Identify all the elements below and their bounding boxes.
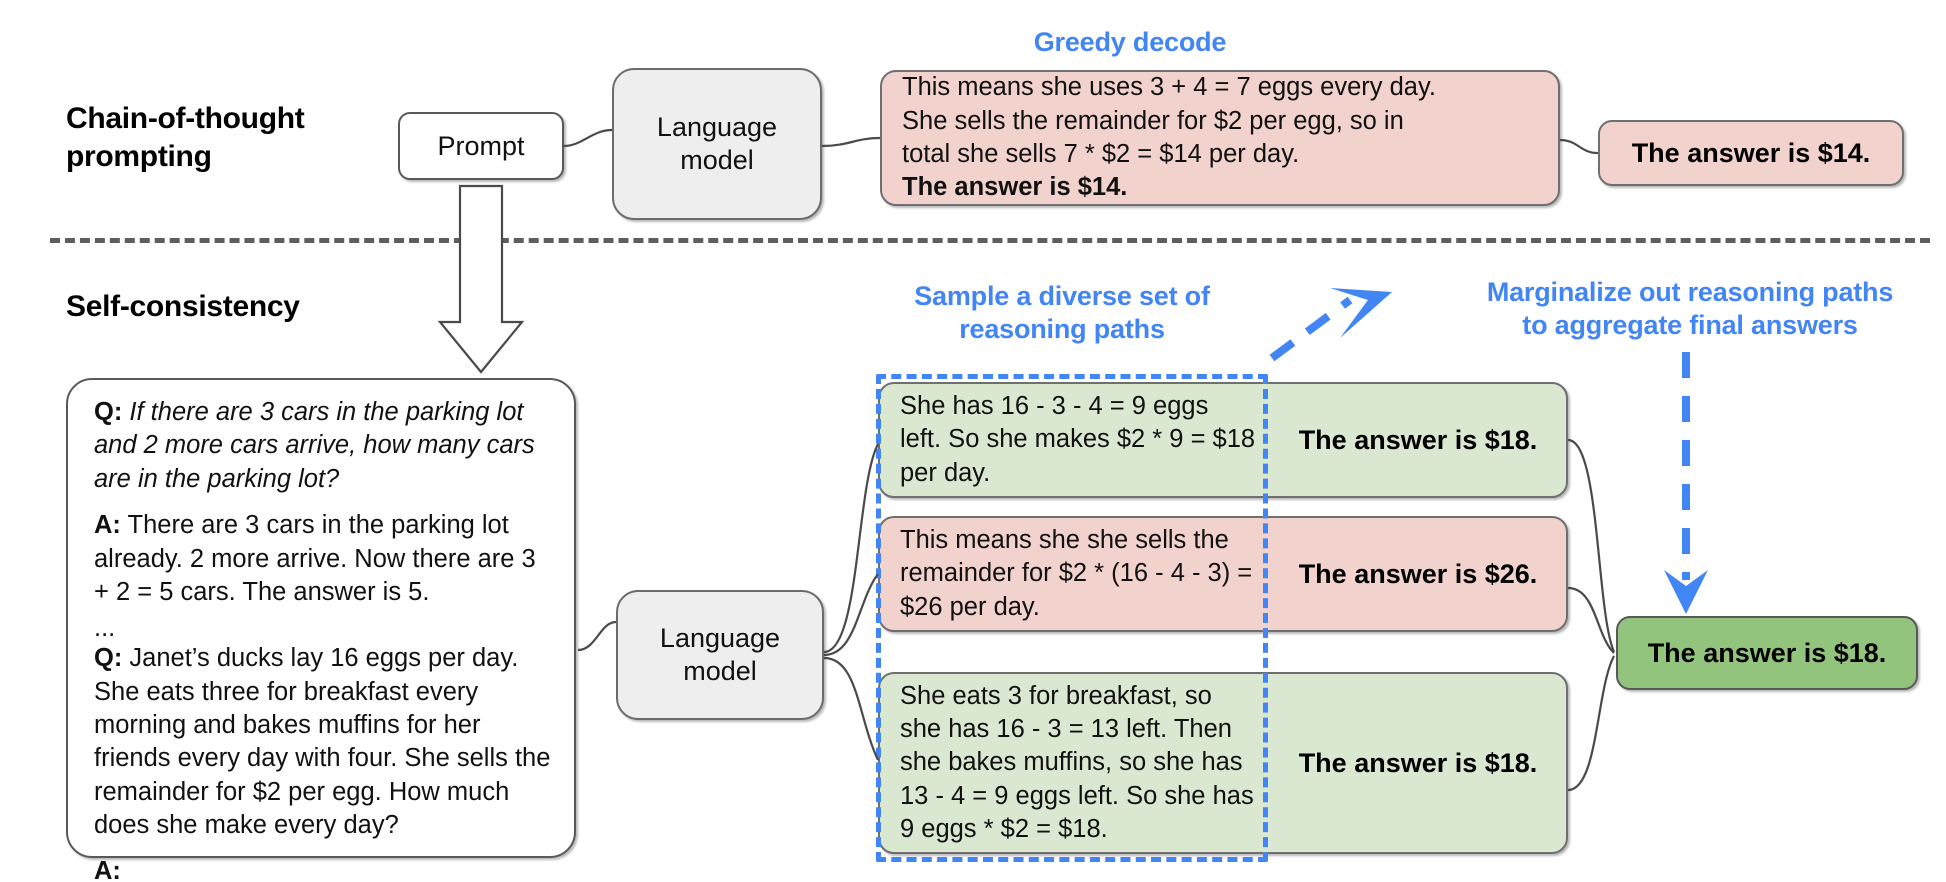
prompt-a1: A: There are 3 cars in the parking lot a… [94,509,554,609]
connector-path-3-to-final [1567,655,1615,792]
blue-vertical-arrow-head [1664,570,1708,614]
cot-language-model-box[interactable]: Language model [612,68,822,220]
reasoning-path-2: This means she she sells the remainder f… [878,516,1568,632]
cot-output-line-4: The answer is $14. [902,173,1128,202]
greedy-decode-caption: Greedy decode [920,26,1340,59]
connector-output-to-answer [1559,138,1599,155]
hollow-down-arrow [437,184,525,374]
cot-final-answer-text: The answer is $14. [1631,137,1871,168]
reasoning-path-1-answer: The answer is $18. [1298,424,1538,455]
chain-of-thought-title: Chain-of-thought prompting [66,100,396,175]
q2-label: Q: [94,644,123,673]
prompt-a2-label: A: [94,856,121,882]
sc-lm-line-2: model [683,656,757,686]
self-consistency-title-text: Self-consistency [66,290,300,323]
cot-output-line-3: total she sells 7 * $2 = $14 per day. [902,140,1300,168]
cot-lm-line-2: model [680,145,754,175]
connector-prompt-to-sc-lm [577,620,617,652]
sample-caption-line-1: Sample a diverse set of [914,281,1210,311]
connector-path-1-to-final [1567,438,1616,653]
cot-output-line-2: She sells the remainder for $2 per egg, … [902,106,1404,135]
sampled-paths-selection-rect [876,374,1268,862]
reasoning-path-3: She eats 3 for breakfast, so she has 16 … [878,672,1568,854]
connector-path-2-to-final [1567,586,1615,654]
prompt-box-label: Prompt [437,130,525,161]
cot-final-answer-box: The answer is $14. [1598,120,1904,186]
reasoning-path-3-text: She eats 3 for breakfast, so she has 16 … [900,681,1254,844]
connector-sc-lm-to-path-3 [823,656,879,761]
connector-lm-to-output [821,136,881,148]
marginalize-caption-line-1: Marginalize out reasoning paths [1486,277,1894,307]
connector-sc-lm-to-path-1 [823,443,879,654]
connector-sc-lm-to-path-2 [823,573,879,657]
prompt-box[interactable]: Prompt [398,112,564,180]
cot-title-line-1: Chain-of-thought [66,102,305,135]
sample-caption-line-2: reasoning paths [959,313,1165,344]
few-shot-prompt-box[interactable]: Q: If there are 3 cars in the parking lo… [66,378,576,882]
reasoning-path-3-answer: The answer is $18. [1298,747,1538,778]
reasoning-path-2-answer: The answer is $26. [1298,558,1538,589]
q1-label: Q: [94,398,123,426]
sc-language-model-box[interactable]: Language model [616,590,824,720]
q1-text: If there are 3 cars in the parking lot a… [94,398,535,493]
prompt-q1: Q: If there are 3 cars in the parking lo… [94,396,554,496]
blue-diagonal-arrow-head [1330,288,1392,338]
marginalize-caption: Marginalize out reasoning paths to aggre… [1440,276,1940,342]
reasoning-path-1-text: She has 16 - 3 - 4 = 9 eggs left. So she… [900,391,1256,487]
a1-label: A: [94,511,121,540]
sc-lm-line-1: Language [659,623,781,654]
cot-output-line-1: This means she uses 3 + 4 = 7 eggs every… [902,73,1436,102]
marginalize-caption-line-2: to aggregate final answers [1522,309,1858,340]
blue-diagonal-dashed-arrow-shaft [1269,296,1353,362]
a1-text: There are 3 cars in the parking lot alre… [94,511,536,606]
q2-text: Janet’s ducks lay 16 eggs per day. She e… [94,644,551,840]
final-aggregated-answer-text: The answer is $18. [1647,637,1887,668]
reasoning-path-2-text: This means she she sells the remainder f… [900,525,1253,621]
self-consistency-title: Self-consistency [66,288,426,326]
cot-title-line-2: prompting [66,139,212,173]
sample-paths-caption: Sample a diverse set of reasoning paths [862,280,1262,346]
cot-output-box: This means she uses 3 + 4 = 7 eggs every… [880,70,1560,206]
prompt-ellipsis: ... [94,614,116,643]
cot-lm-line-1: Language [656,112,778,143]
greedy-decode-caption-text: Greedy decode [1033,27,1227,57]
final-aggregated-answer-box: The answer is $18. [1616,616,1918,690]
reasoning-path-1: She has 16 - 3 - 4 = 9 eggs left. So she… [878,382,1568,498]
connector-prompt-to-lm [563,128,613,148]
prompt-q2: Q: Janet’s ducks lay 16 eggs per day. Sh… [94,642,554,842]
